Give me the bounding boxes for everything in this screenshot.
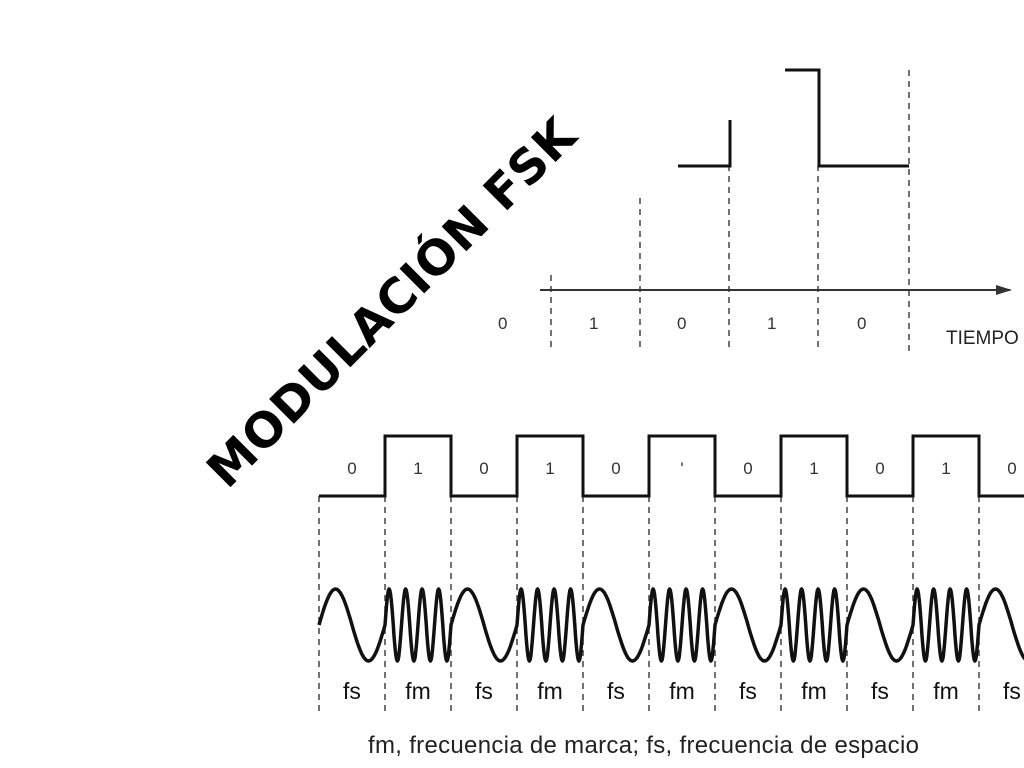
time-axis-arrowhead <box>996 285 1012 295</box>
freq-label: fs <box>739 678 757 704</box>
bit-label: 1 <box>413 459 422 478</box>
bottom-dashed-dividers <box>318 496 980 712</box>
digital-signal <box>319 434 1024 498</box>
bit-labels: 0 1 0 1 0 ' 0 1 0 1 0 <box>347 459 1016 478</box>
top-bit-label: 1 <box>589 314 598 333</box>
freq-label: fm <box>801 678 827 704</box>
top-dashed-dividers <box>550 70 910 352</box>
freq-label: fm <box>405 678 431 704</box>
freq-label: fs <box>1003 678 1021 704</box>
time-axis-label: TIEMPO <box>946 328 1019 349</box>
bit-label: 0 <box>479 459 488 478</box>
bit-label: 0 <box>743 459 752 478</box>
bit-label: 1 <box>809 459 818 478</box>
bit-label: 0 <box>1007 459 1016 478</box>
frequency-labels: fs fm fs fm fs fm fs fm fs fm fs <box>343 678 1021 704</box>
top-bit-label: 1 <box>767 314 776 333</box>
freq-label: fm <box>669 678 695 704</box>
top-bit-label: 0 <box>677 314 686 333</box>
bit-label: ' <box>680 459 683 478</box>
top-bit-label: 0 <box>857 314 866 333</box>
freq-label: fs <box>475 678 493 704</box>
bit-label: 1 <box>941 459 950 478</box>
top-diagram: 0 1 0 1 0 TIEMPO <box>498 68 1019 352</box>
fsk-waveform <box>317 587 1024 663</box>
freq-label: fs <box>607 678 625 704</box>
freq-label: fm <box>933 678 959 704</box>
top-bit-label: 0 <box>498 314 507 333</box>
freq-label: fs <box>871 678 889 704</box>
figure-caption: fm, frecuencia de marca; fs, frecuencia … <box>368 732 920 759</box>
bit-label: 0 <box>875 459 884 478</box>
freq-label: fs <box>343 678 361 704</box>
bit-label: 0 <box>347 459 356 478</box>
freq-label: fm <box>537 678 563 704</box>
top-digital-signal <box>678 68 909 168</box>
bit-label: 1 <box>545 459 554 478</box>
bottom-diagram: 0 1 0 1 0 ' 0 1 0 1 0 fs fm fs fm fs fm fs fm fs fm fs <box>317 434 1024 712</box>
bit-label: 0 <box>611 459 620 478</box>
